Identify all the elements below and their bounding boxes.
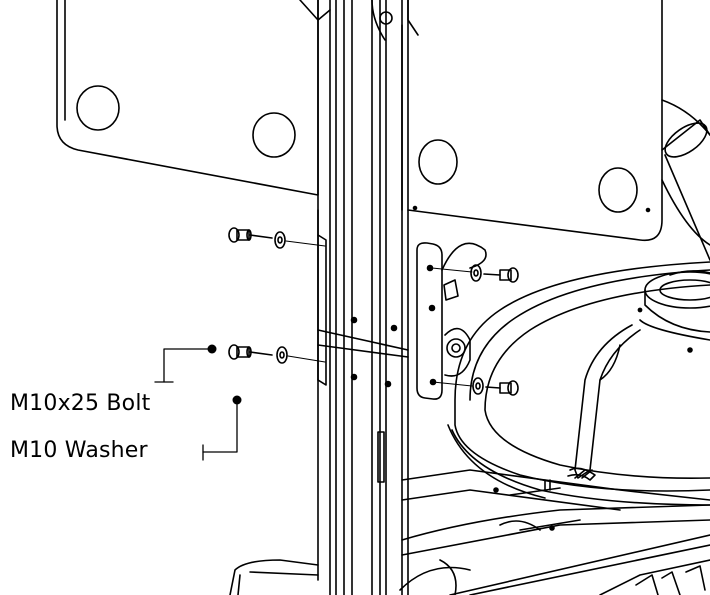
- washer-callout-leader: [202, 395, 242, 461]
- right-back-plate: [401, 0, 663, 242]
- bolt-callout-leader: [154, 344, 217, 383]
- base-foot: [229, 559, 319, 595]
- bolt-callout-label: M10x25 Bolt: [10, 391, 151, 416]
- washer-callout-label: M10 Washer: [10, 438, 148, 463]
- bolt-upper-left: [228, 227, 273, 243]
- frame-posts: [299, 0, 409, 595]
- support-arm: [661, 99, 710, 261]
- bolt-upper-right: [431, 264, 519, 283]
- left-bracket: [317, 234, 327, 386]
- dome-housing: [447, 261, 710, 506]
- washer-upper-left: [274, 231, 326, 249]
- base-frame: [399, 469, 710, 595]
- left-back-plate: [56, 0, 319, 196]
- right-bracket: [416, 242, 487, 400]
- bolt-lower-right: [432, 377, 519, 396]
- washer-lower-left: [276, 346, 326, 364]
- bolt-lower-left: [228, 344, 273, 360]
